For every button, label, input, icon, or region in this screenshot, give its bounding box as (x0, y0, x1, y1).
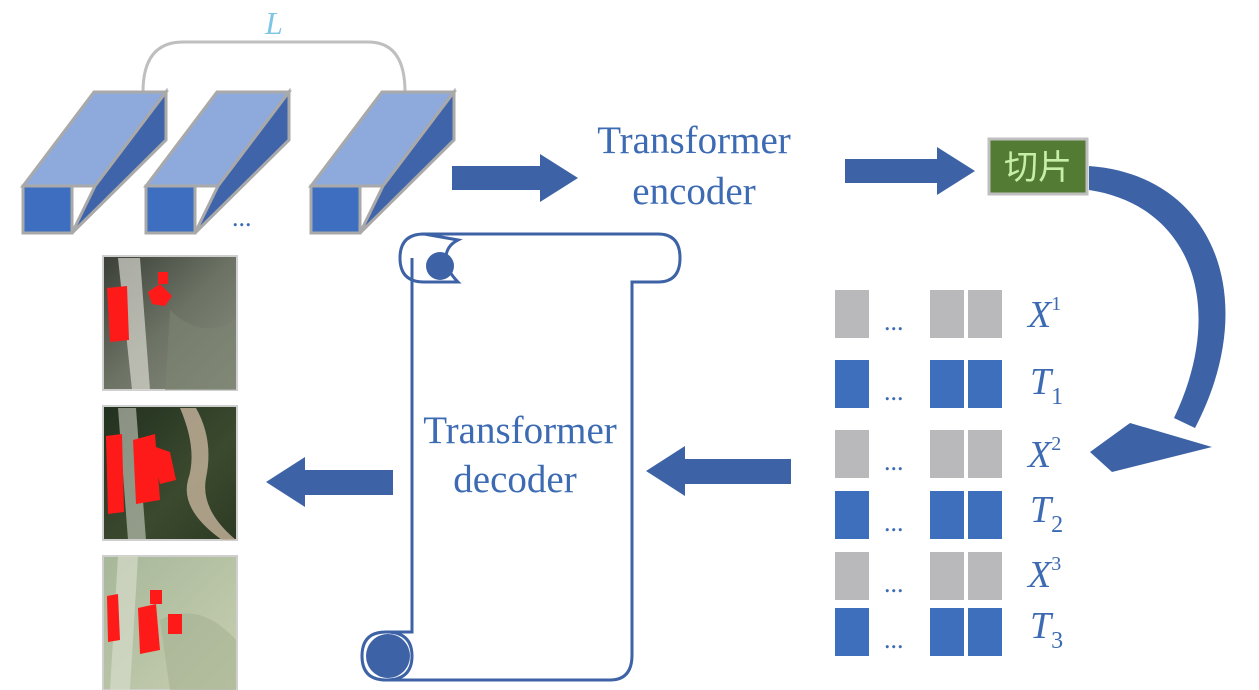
encoder-label-line2: encoder (632, 170, 755, 213)
sequence-x1 (835, 290, 1002, 338)
output-image-2 (102, 405, 238, 541)
encoder-label-line1: Transformer (597, 119, 791, 162)
sequence-t3 (835, 608, 1002, 656)
token-sequences: ... ... ... ... ... ... X1 T1 X2 T2 X3 T… (835, 290, 1063, 656)
output-image-1 (102, 255, 238, 391)
curved-arrow-to-sequences (1089, 166, 1226, 428)
seq-ellipsis-1: ... (884, 307, 904, 336)
decoder-label-line2: decoder (453, 458, 576, 501)
curved-arrow-head (1090, 423, 1212, 472)
loop-label: L (264, 5, 283, 41)
arrow-to-decoder (646, 446, 791, 496)
output-image-3 (102, 555, 238, 690)
sequence-x2 (835, 430, 1002, 478)
seq-ellipsis-5: ... (884, 569, 904, 598)
arrow-to-slice (845, 147, 975, 195)
seq-label-x3: X3 (1026, 553, 1061, 596)
seq-label-t2: T2 (1030, 489, 1063, 538)
block-ellipsis: ... (232, 203, 252, 232)
seq-ellipsis-3: ... (884, 447, 904, 476)
decoder-label-line1: Transformer (423, 409, 617, 452)
arrow-to-encoder (452, 154, 578, 202)
sequence-t1 (835, 360, 1002, 408)
seq-ellipsis-6: ... (884, 625, 904, 654)
seq-label-x2: X2 (1026, 433, 1061, 476)
seq-label-x1: X1 (1026, 293, 1061, 336)
slice-box (987, 137, 1089, 196)
sequence-t2 (835, 491, 1002, 539)
decoder-scroll (360, 232, 682, 682)
seq-ellipsis-2: ... (884, 377, 904, 406)
transformer-block-1 (19, 87, 170, 235)
transformer-block-3 (307, 87, 458, 235)
arrow-to-outputs (266, 457, 393, 507)
seq-label-t3: T3 (1030, 605, 1063, 654)
slice-label: 切片 (1004, 148, 1072, 188)
transformer-block-2 (142, 87, 293, 235)
seq-ellipsis-4: ... (884, 508, 904, 537)
seq-label-t1: T1 (1030, 361, 1063, 410)
sequence-x3 (835, 552, 1002, 600)
loop-bracket (141, 40, 407, 93)
